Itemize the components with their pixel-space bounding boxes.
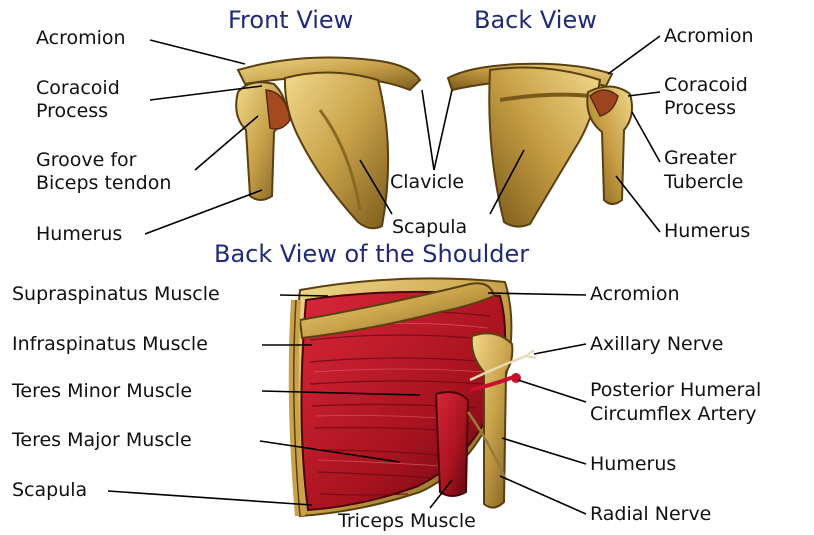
shoulder-muscle-illustration (293, 278, 536, 516)
teres-major-label: Teres Major Muscle (12, 430, 192, 451)
back-view-title: Back View (474, 6, 597, 34)
top-scapula-label: Scapula (392, 217, 467, 238)
back-acromion-label: Acromion (664, 26, 754, 47)
axillary-nerve-label: Axillary Nerve (590, 334, 723, 355)
groove-label-line2: Biceps tendon (36, 173, 171, 194)
back-view-bones (448, 64, 632, 227)
front-humerus-label: Humerus (36, 224, 122, 245)
shoulder-back-view-title: Back View of the Shoulder (214, 240, 529, 268)
front-view-title: Front View (228, 6, 353, 34)
bottom-scapula-label: Scapula (12, 480, 87, 501)
supraspinatus-label: Supraspinatus Muscle (12, 284, 220, 305)
bottom-acromion-label: Acromion (590, 284, 680, 305)
artery-label-line2: Circumflex Artery (590, 404, 757, 425)
teres-minor-label: Teres Minor Muscle (12, 381, 192, 402)
front-coracoid-label-line2: Process (36, 101, 108, 122)
back-coracoid-label-line1: Coracoid (664, 75, 748, 96)
infraspinatus-label: Infraspinatus Muscle (12, 334, 208, 355)
greater-tubercle-label-line1: Greater (664, 148, 736, 169)
back-coracoid-label-line2: Process (664, 98, 736, 119)
back-humerus-label: Humerus (664, 221, 750, 242)
groove-label-line1: Groove for (36, 150, 136, 171)
front-coracoid-label-line1: Coracoid (36, 78, 120, 99)
clavicle-label: Clavicle (390, 172, 464, 193)
greater-tubercle-label-line2: Tubercle (664, 172, 743, 193)
radial-nerve-label: Radial Nerve (590, 504, 711, 525)
triceps-label: Triceps Muscle (338, 511, 476, 532)
bottom-humerus-label: Humerus (590, 454, 676, 475)
front-view-bones (236, 58, 420, 229)
front-acromion-label: Acromion (36, 28, 126, 49)
artery-label-line1: Posterior Humeral (590, 380, 761, 401)
